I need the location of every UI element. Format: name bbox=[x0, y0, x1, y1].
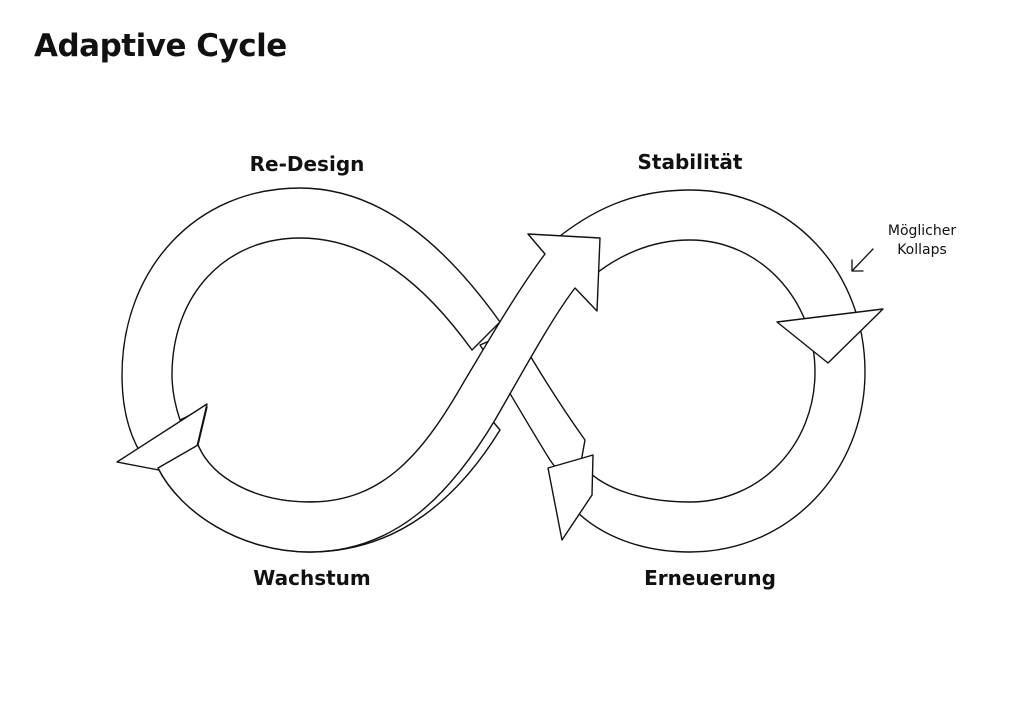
right-arrow-head bbox=[776, 308, 884, 364]
collapse-annotation-line2: Kollaps bbox=[897, 242, 947, 258]
phase-label-redesign: Re-Design bbox=[249, 152, 365, 176]
phase-label-erneuerung: Erneuerung bbox=[644, 566, 776, 590]
right-loop-band bbox=[559, 189, 866, 553]
collapse-annotation-line1: Möglicher bbox=[887, 223, 957, 239]
phase-label-wachstum: Wachstum bbox=[253, 566, 371, 590]
cross-band-main bbox=[157, 233, 601, 553]
arrow-icon bbox=[851, 248, 874, 272]
left-loop-band bbox=[121, 187, 501, 553]
collapse-annotation: Möglicher Kollaps bbox=[867, 222, 977, 260]
page-title: Adaptive Cycle bbox=[34, 28, 287, 64]
bottom-arrow-head bbox=[547, 454, 594, 541]
phase-label-stabilitat: Stabilität bbox=[637, 150, 743, 174]
